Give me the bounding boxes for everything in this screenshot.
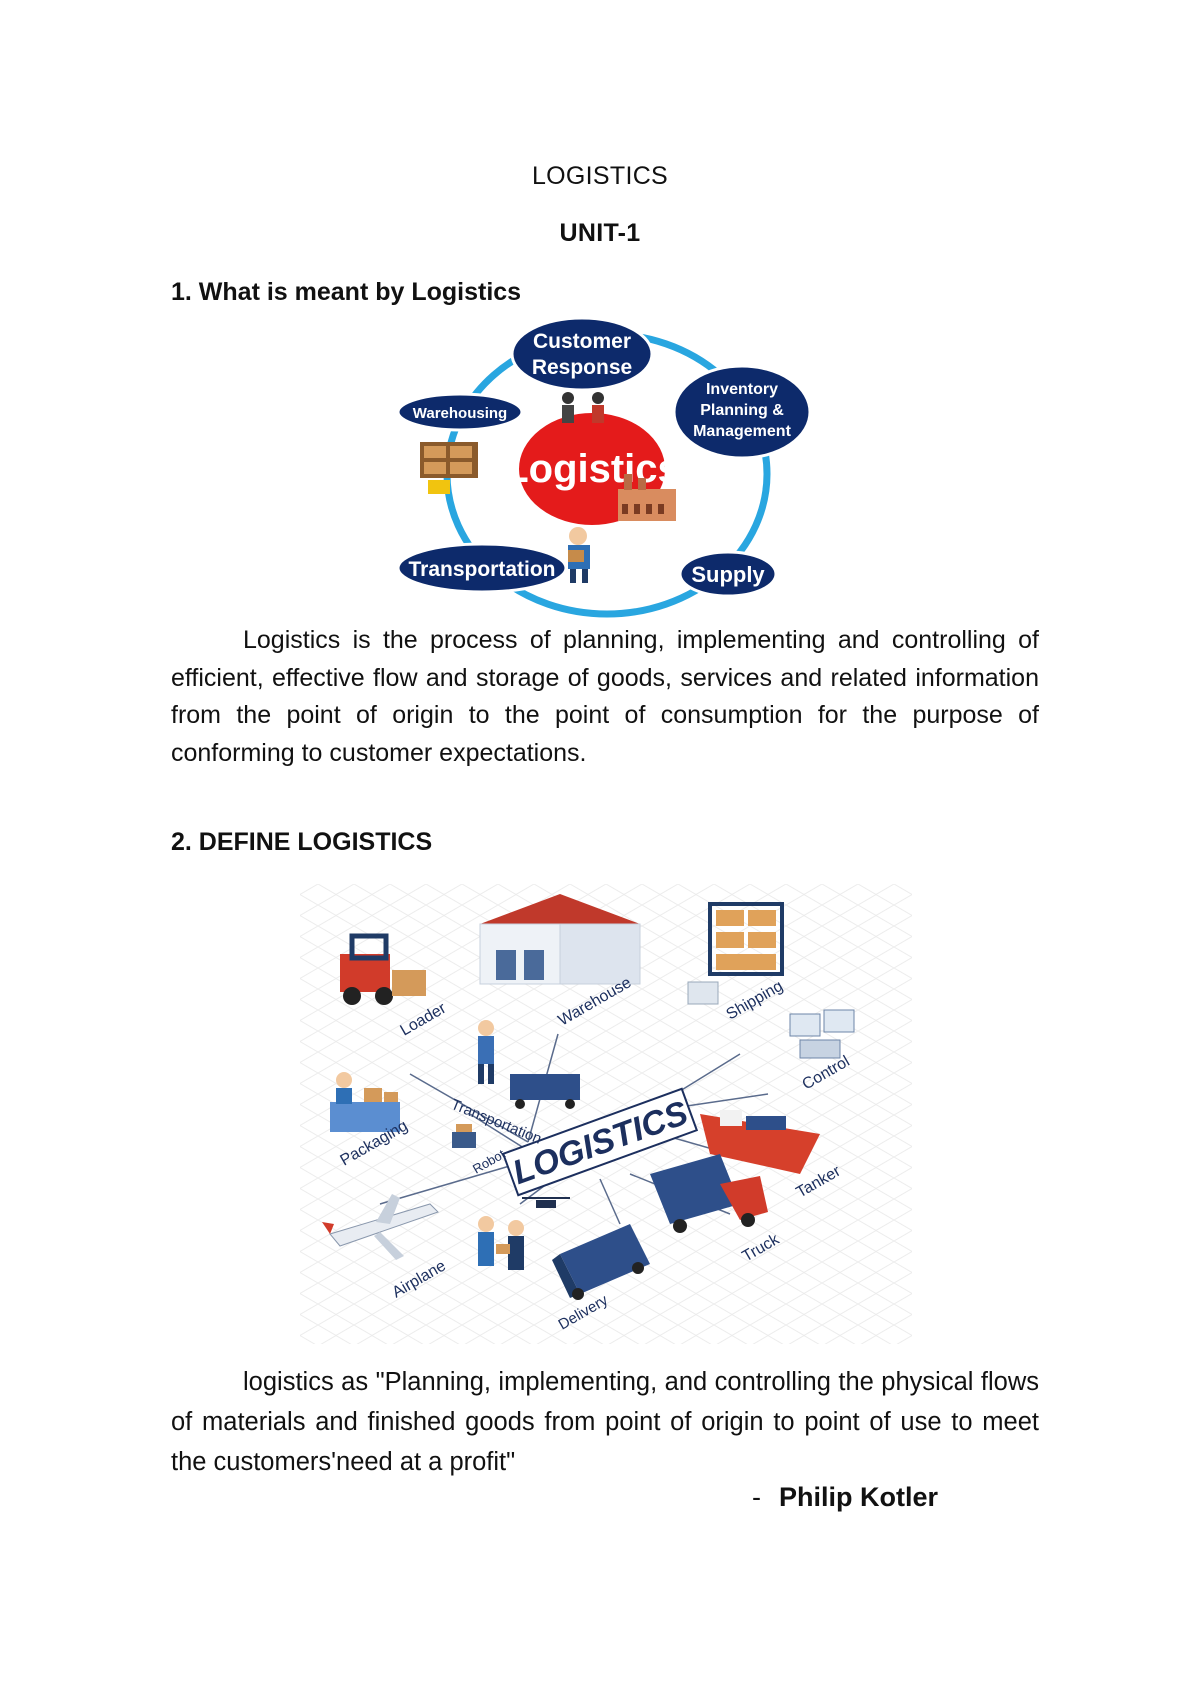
warehouse-shelves-icon <box>420 442 478 494</box>
control-screens-icon <box>789 1009 855 1059</box>
unit-heading: UNIT-1 <box>559 219 641 247</box>
node-supply <box>678 550 778 598</box>
attribution-author: Philip Kotler <box>779 1482 939 1512</box>
node-transportation <box>396 542 568 594</box>
node-inventory-label-2: Planning & <box>700 402 784 419</box>
quote-attribution: -Philip Kotler <box>752 1482 938 1513</box>
handshake-people-icon <box>562 392 604 423</box>
attribution-dash: - <box>752 1482 761 1512</box>
section-2-heading: 2. DEFINE LOGISTICS <box>171 828 433 856</box>
transportation-cart-icon <box>478 1020 580 1109</box>
truck-icon <box>650 1154 768 1233</box>
warehouse-building-icon <box>479 894 641 985</box>
logistics-definition-paragraph: Logistics is the process of planning, im… <box>171 622 1039 772</box>
shipping-shelves-icon <box>687 902 784 1005</box>
delivery-man-icon <box>568 527 590 583</box>
robot-icon <box>452 1124 476 1148</box>
section-1-heading: 1. What is meant by Logistics <box>171 278 522 306</box>
node-warehousing-label: Warehousing <box>413 405 507 422</box>
delivery-van-icon <box>552 1224 650 1300</box>
airplane-icon <box>322 1194 439 1260</box>
delivery-people-icon <box>478 1216 524 1270</box>
factory-icon <box>618 474 676 521</box>
node-inventory-label-1: Inventory <box>706 381 778 398</box>
logistics-infographic: LOGISTICS Loader Warehouse Shipping <box>300 884 912 1344</box>
node-customer-response <box>510 316 654 392</box>
node-warehousing <box>396 392 524 432</box>
drone-icon <box>522 1197 570 1208</box>
forklift-icon <box>340 933 426 1005</box>
node-customer-response-label-1: Customer <box>533 330 631 353</box>
tanker-ship-icon <box>700 1110 820 1174</box>
logistics-cycle-diagram: Logistics Customer Response Inventory Pl… <box>396 316 812 618</box>
node-inventory-label-3: Management <box>693 423 791 440</box>
kotler-quote-paragraph: logistics as "Planning, implementing, an… <box>171 1362 1039 1482</box>
node-customer-response-label-2: Response <box>532 356 632 379</box>
kotler-quote-text: logistics as "Planning, implementing, an… <box>171 1368 1039 1476</box>
node-inventory <box>672 364 812 460</box>
logistics-definition-text: Logistics is the process of planning, im… <box>171 626 1039 767</box>
node-transportation-label: Transportation <box>408 558 555 581</box>
document-title: LOGISTICS <box>531 162 669 190</box>
logistics-center-label: Logistics <box>504 447 680 491</box>
node-supply-label: Supply <box>691 562 765 587</box>
packaging-station-icon <box>330 1072 400 1132</box>
